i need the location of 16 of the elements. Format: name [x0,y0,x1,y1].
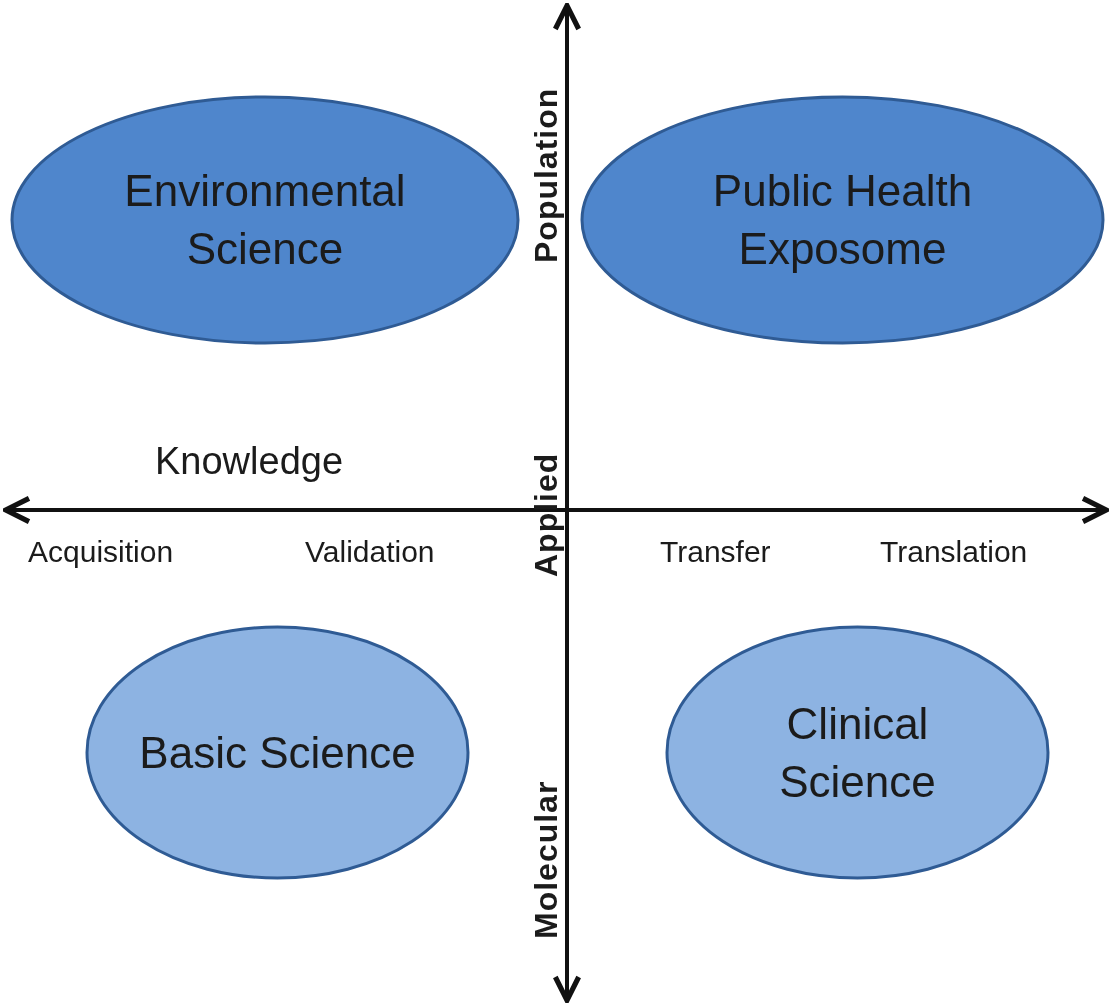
node-label: Public Health Exposome [711,165,974,275]
axis-label: Applied [528,451,565,580]
oval-node [10,95,520,345]
axis-label: Translation [880,535,1028,569]
axis-label: Molecular [528,779,565,942]
node-label: Clinical Science [778,697,937,808]
axis-label: Transfer [660,535,771,569]
node-label: Basic Science [138,726,417,779]
oval-node [665,625,1050,880]
axis-label: Population [528,86,565,265]
oval-node [85,625,470,880]
axis-label: Knowledge [155,440,344,483]
axis-label: Acquisition [28,535,174,569]
node-label: Environmental Science [123,165,407,275]
oval-node [580,95,1105,345]
axis-label: Validation [305,535,435,569]
